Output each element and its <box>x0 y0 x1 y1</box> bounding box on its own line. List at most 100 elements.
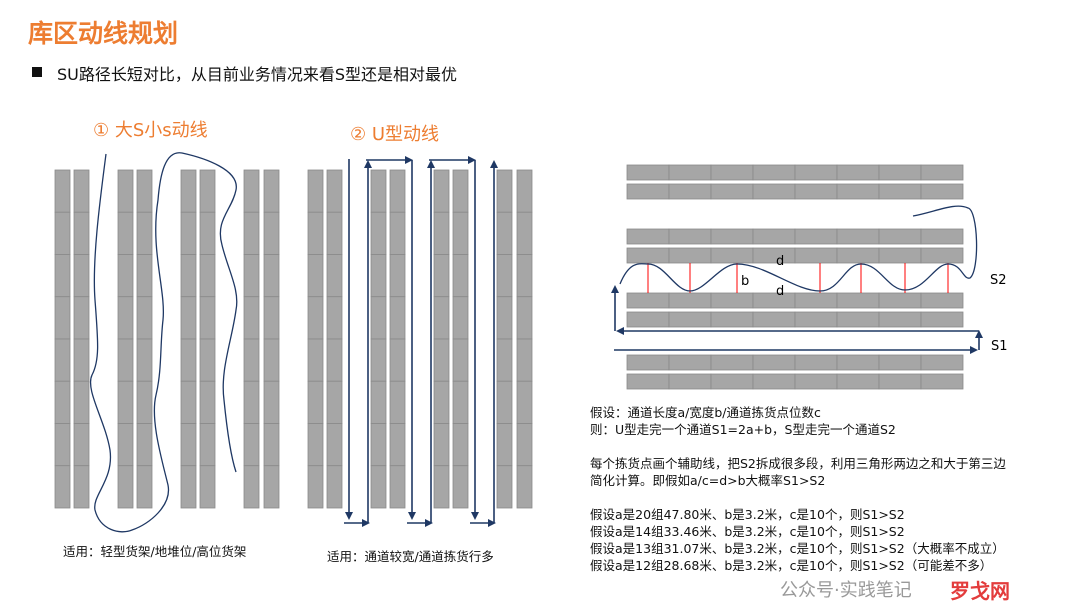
rack-cell <box>626 247 670 264</box>
rack-cell <box>433 254 450 298</box>
u-route-path <box>344 156 498 527</box>
rack-cell <box>668 247 712 264</box>
rack-cell <box>263 380 280 424</box>
rack-cell <box>433 338 450 382</box>
rack-cell <box>389 169 406 213</box>
label-d-top: d <box>776 254 784 269</box>
rack-cell <box>307 296 324 340</box>
rack-cell <box>878 247 922 264</box>
rack-cell <box>199 169 216 213</box>
rack-cell <box>516 423 533 467</box>
rack-cell <box>307 254 324 298</box>
rack-cell <box>752 183 796 200</box>
rack-cell <box>516 211 533 255</box>
rack-cell <box>117 380 134 424</box>
rack-cell <box>307 211 324 255</box>
rack-cell <box>389 338 406 382</box>
rack-cell <box>326 254 343 298</box>
rack-cell <box>794 164 838 181</box>
rack-cell <box>710 292 754 309</box>
rack-cell <box>710 311 754 328</box>
rack-cell <box>836 373 880 390</box>
watermark-brand: 罗戈网 <box>950 579 1010 603</box>
rack-cell <box>180 338 197 382</box>
rack-cell <box>878 373 922 390</box>
rack-cell <box>326 465 343 509</box>
rack-cell <box>920 164 964 181</box>
rack-cell <box>794 183 838 200</box>
rack-cell <box>496 338 513 382</box>
rack-cell <box>433 169 450 213</box>
rack-cell <box>326 169 343 213</box>
rack-cell <box>710 183 754 200</box>
rack-cell <box>920 354 964 371</box>
rack-cell <box>263 169 280 213</box>
rack-cell <box>836 311 880 328</box>
racks <box>54 164 964 509</box>
pick-point-markers <box>647 263 949 293</box>
rack-cell <box>836 292 880 309</box>
rack-cell <box>243 338 260 382</box>
rack-cell <box>73 465 90 509</box>
rack-cell <box>710 228 754 245</box>
rack-cell <box>710 164 754 181</box>
rack-cell <box>117 465 134 509</box>
note-line <box>590 438 1006 455</box>
rack-cell <box>433 465 450 509</box>
rack-cell <box>73 254 90 298</box>
bullet-square-icon <box>32 67 42 77</box>
rack-cell <box>452 211 469 255</box>
rack-cell <box>136 211 153 255</box>
rack-cell <box>263 211 280 255</box>
rack-cell <box>626 354 670 371</box>
rack-cell <box>136 254 153 298</box>
rack-cell <box>836 164 880 181</box>
rack-cell <box>180 465 197 509</box>
rack-cell <box>389 423 406 467</box>
rack-cell <box>243 211 260 255</box>
rack-cell <box>370 254 387 298</box>
rack-cell <box>626 228 670 245</box>
rack-cell <box>136 423 153 467</box>
rack-cell <box>920 247 964 264</box>
rack-cell <box>752 247 796 264</box>
rack-cell <box>389 211 406 255</box>
note-line: 假设a是20组47.80米、b是3.2米，c是10个，则S1>S2 <box>590 507 905 522</box>
rack-cell <box>452 465 469 509</box>
rack-cell <box>752 373 796 390</box>
rack-cell <box>836 228 880 245</box>
rack-cell <box>243 296 260 340</box>
rack-cell <box>710 373 754 390</box>
rack-cell <box>794 354 838 371</box>
rack-cell <box>668 228 712 245</box>
rack-cell <box>370 296 387 340</box>
rack-cell <box>496 211 513 255</box>
rack-cell <box>73 423 90 467</box>
rack-cell <box>496 254 513 298</box>
rack-cell <box>433 211 450 255</box>
rack-cell <box>794 373 838 390</box>
rack-cell <box>794 247 838 264</box>
rack-cell <box>117 211 134 255</box>
note-line: 每个拣货点画个辅助线，把S2拆成很多段，利用三角形两边之和大于第三边 <box>590 456 1006 471</box>
rack-cell <box>452 423 469 467</box>
rack-cell <box>136 338 153 382</box>
rack-cell <box>878 292 922 309</box>
note-line: 假设a是12组28.68米、b是3.2米，c是10个，则S1>S2（可能差不多） <box>590 558 993 573</box>
rack-cell <box>668 311 712 328</box>
s1-route-path <box>611 285 983 354</box>
rack-cell <box>54 465 71 509</box>
rack-cell <box>836 354 880 371</box>
rack-cell <box>307 169 324 213</box>
rack-cell <box>263 465 280 509</box>
rack-cell <box>668 292 712 309</box>
rack-cell <box>73 338 90 382</box>
rack-cell <box>326 380 343 424</box>
rack-cell <box>136 380 153 424</box>
rack-cell <box>73 211 90 255</box>
rack-cell <box>117 423 134 467</box>
rack-cell <box>920 373 964 390</box>
rack-cell <box>668 373 712 390</box>
rack-cell <box>516 296 533 340</box>
rack-cell <box>54 254 71 298</box>
